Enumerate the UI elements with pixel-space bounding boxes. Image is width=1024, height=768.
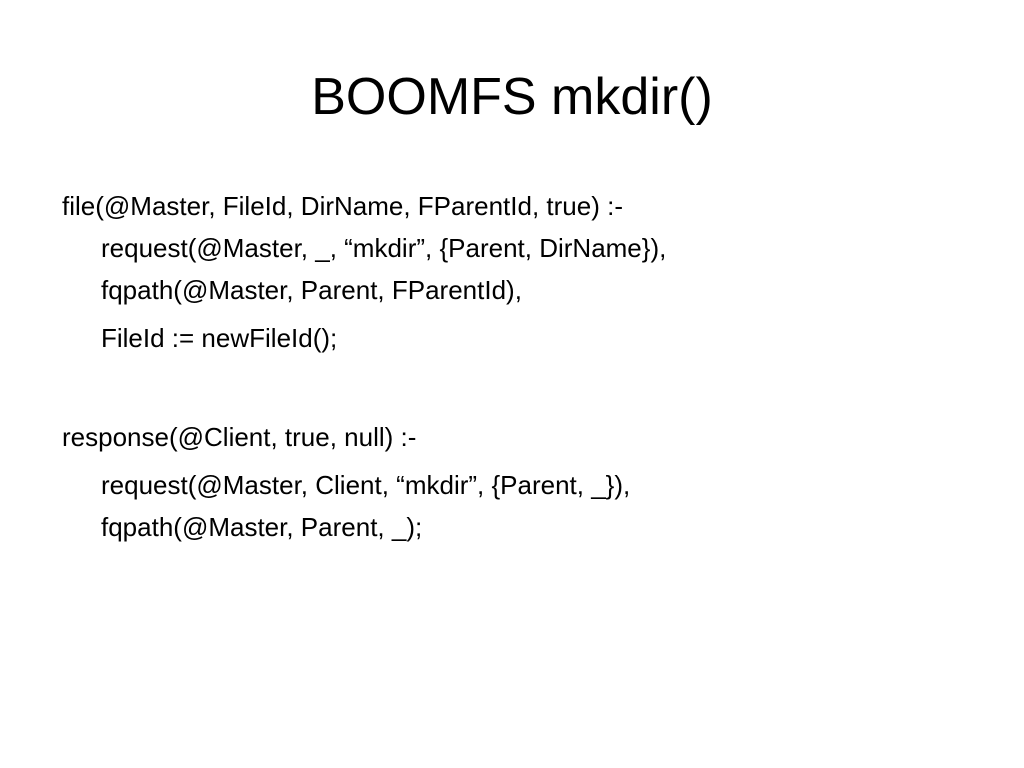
- rule2-head: response(@Client, true, null) :-: [62, 422, 417, 452]
- rule1-head: file(@Master, FileId, DirName, FParentId…: [62, 191, 623, 221]
- rule2-body-line1: request(@Master, Client, “mkdir”, {Paren…: [101, 470, 631, 500]
- slide-title: BOOMFS mkdir(): [311, 68, 713, 126]
- rule1-body-line2: fqpath(@Master, Parent, FParentId),: [101, 275, 522, 305]
- rule2-body-line2: fqpath(@Master, Parent, _);: [101, 512, 423, 542]
- rule1-body-line1: request(@Master, _, “mkdir”, {Parent, Di…: [101, 233, 667, 263]
- rule1-body-line3: FileId := newFileId();: [101, 323, 338, 353]
